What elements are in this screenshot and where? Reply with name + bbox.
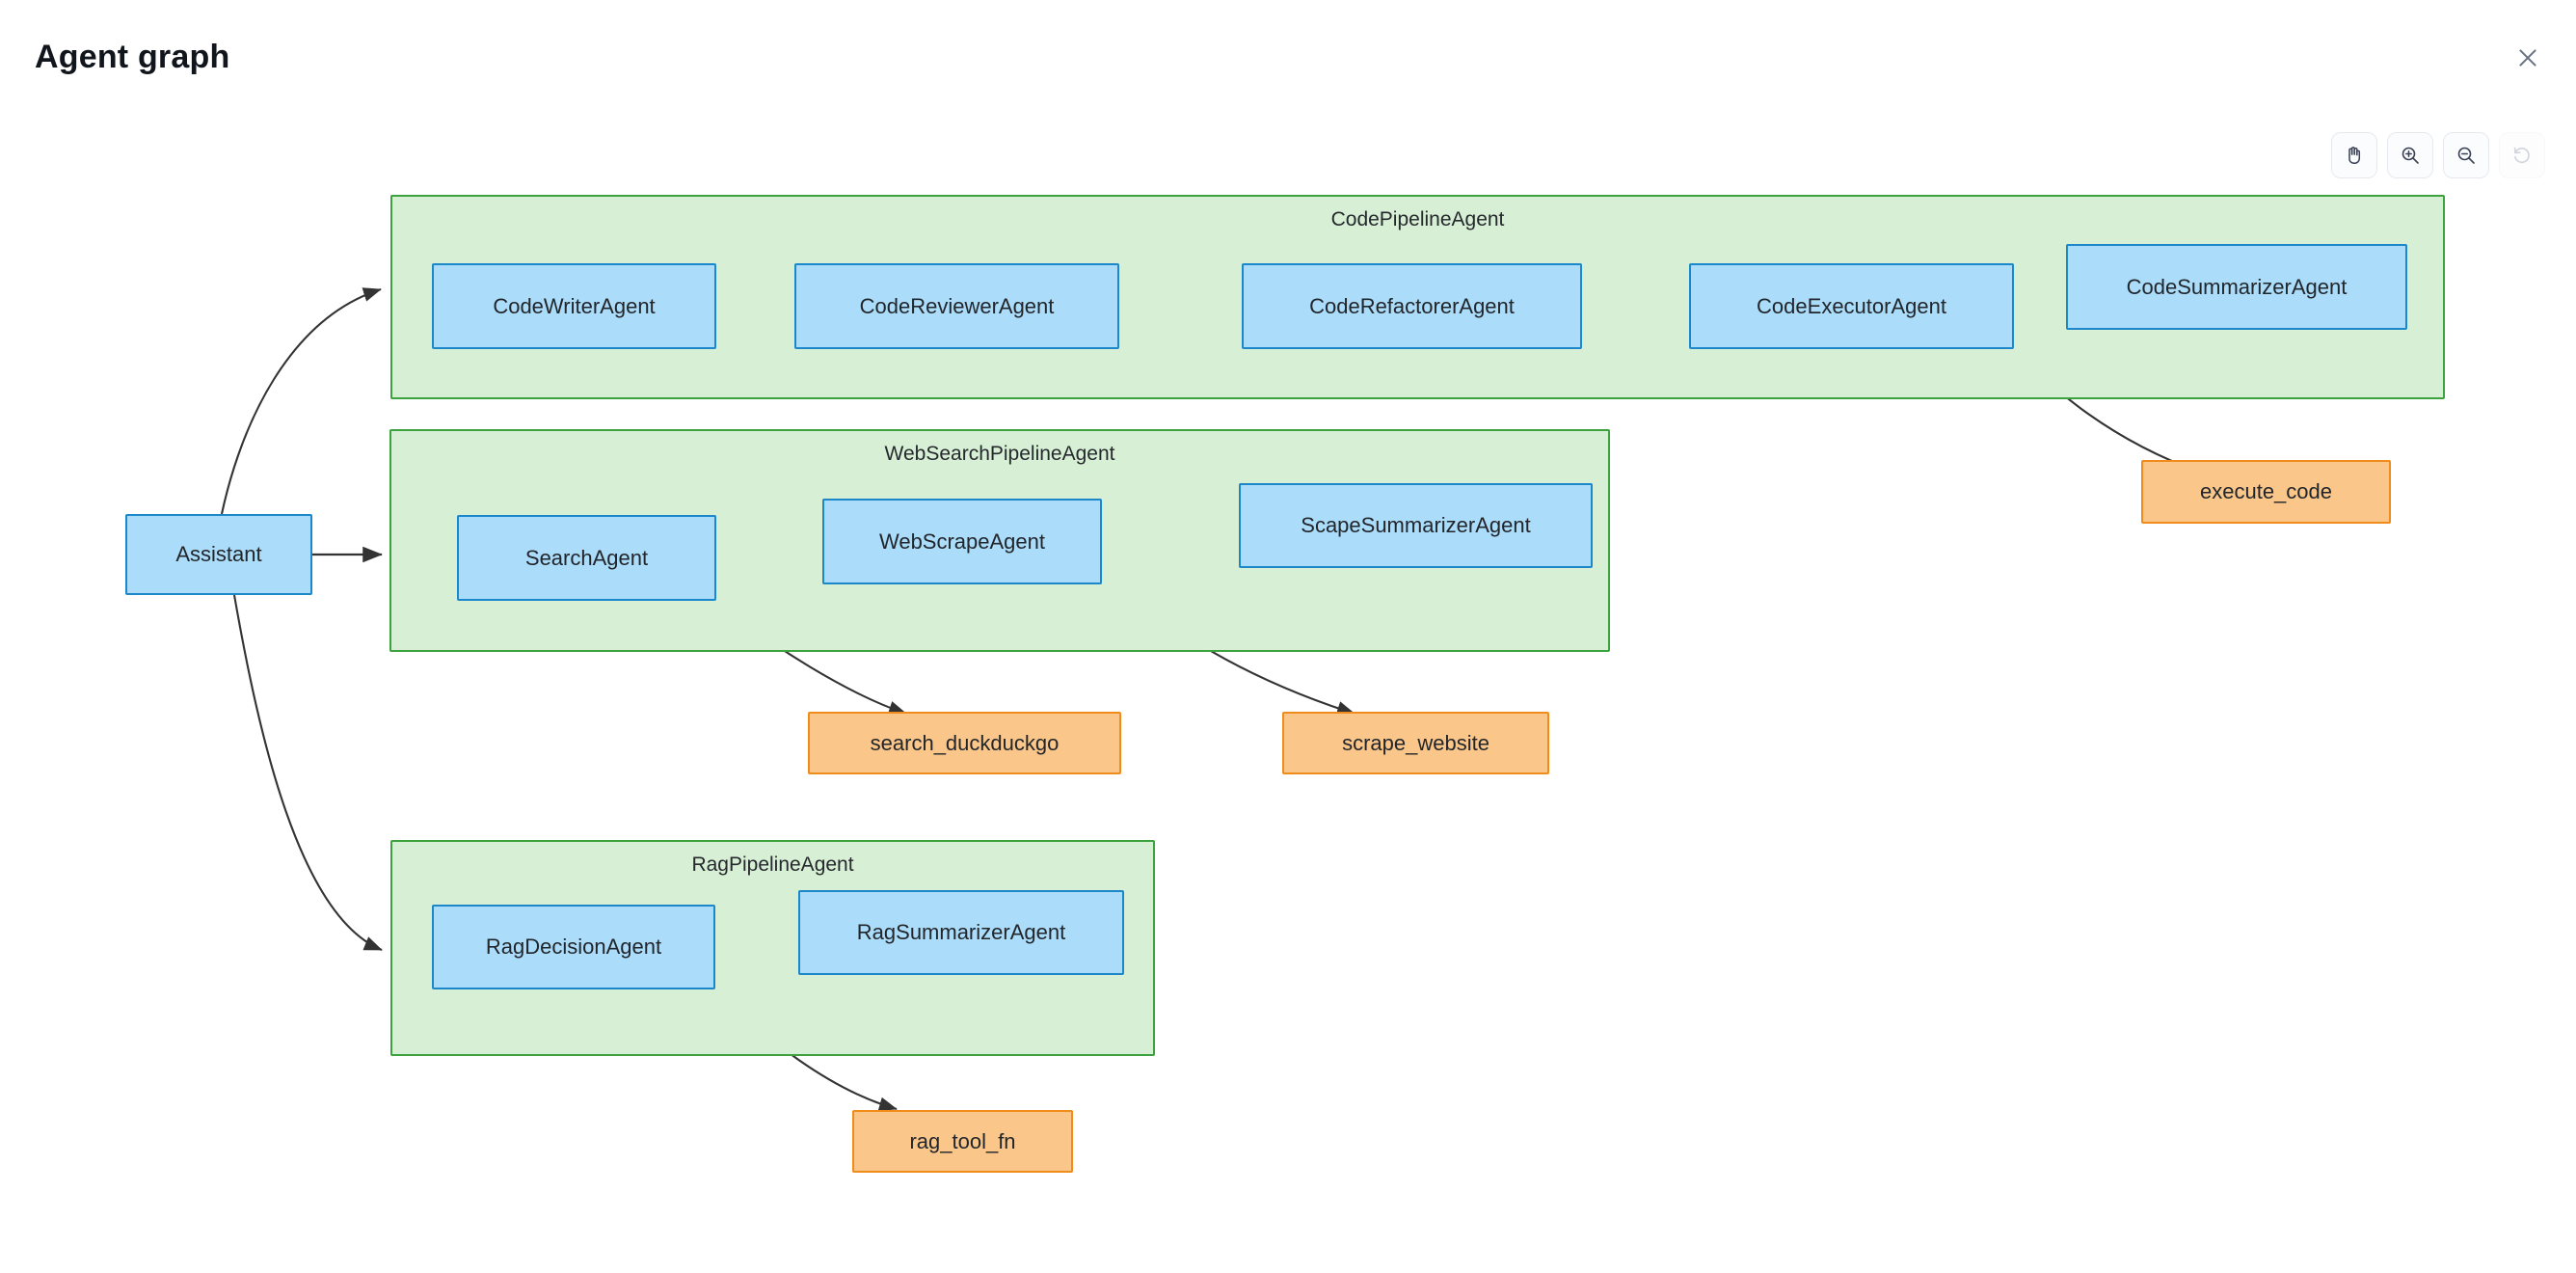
node-label: ScapeSummarizerAgent	[1301, 513, 1531, 537]
node-rag-decision-agent[interactable]: RagDecisionAgent	[432, 905, 715, 989]
node-rag-summarizer-agent[interactable]: RagSummarizerAgent	[798, 890, 1124, 975]
node-scrape-website-tool[interactable]: scrape_website	[1282, 712, 1549, 774]
node-label: CodeWriterAgent	[493, 293, 656, 318]
page-title: Agent graph	[35, 39, 230, 75]
node-execute-code-tool[interactable]: execute_code	[2141, 460, 2391, 524]
group-label-websearch-pipeline: WebSearchPipelineAgent	[884, 443, 1115, 465]
node-label: CodeExecutorAgent	[1757, 293, 1946, 318]
reset-view-button[interactable]	[2499, 132, 2545, 178]
reset-icon	[2510, 144, 2534, 167]
node-label: CodeRefactorerAgent	[1309, 293, 1515, 318]
close-icon	[2515, 45, 2540, 70]
hand-icon	[2343, 144, 2366, 167]
close-button[interactable]	[2507, 37, 2549, 79]
node-label: RagSummarizerAgent	[856, 920, 1066, 944]
node-label: search_duckduckgo	[870, 730, 1060, 755]
node-rag-tool-fn-tool[interactable]: rag_tool_fn	[852, 1110, 1073, 1173]
node-label: execute_code	[2200, 479, 2332, 503]
group-label-rag-pipeline: RagPipelineAgent	[691, 853, 854, 876]
node-code-executor-agent[interactable]: CodeExecutorAgent	[1689, 263, 2014, 349]
zoom-out-button[interactable]	[2443, 132, 2489, 178]
node-label: CodeReviewerAgent	[859, 293, 1055, 318]
edge-assistant-code_writer	[220, 287, 382, 515]
node-scape-summarizer-agent[interactable]: ScapeSummarizerAgent	[1239, 483, 1593, 568]
node-code-refactorer-agent[interactable]: CodeRefactorerAgent	[1242, 263, 1582, 349]
node-assistant[interactable]: Assistant	[125, 514, 312, 595]
node-code-reviewer-agent[interactable]: CodeReviewerAgent	[794, 263, 1119, 349]
pan-tool-button[interactable]	[2331, 132, 2377, 178]
node-web-scrape-agent[interactable]: WebScrapeAgent	[822, 499, 1102, 584]
node-label: SearchAgent	[524, 545, 649, 570]
zoom-in-icon	[2399, 144, 2422, 167]
node-label: WebScrapeAgent	[878, 528, 1046, 554]
node-search-agent[interactable]: SearchAgent	[457, 515, 716, 601]
zoom-in-button[interactable]	[2387, 132, 2433, 178]
edge-assistant-rag_decision_agent	[232, 594, 383, 951]
node-label: Assistant	[175, 542, 262, 566]
node-label: CodeSummarizerAgent	[2126, 274, 2348, 299]
node-label: scrape_website	[1342, 730, 1489, 755]
node-search-duckduckgo-tool[interactable]: search_duckduckgo	[808, 712, 1121, 774]
node-code-summarizer-agent[interactable]: CodeSummarizerAgent	[2066, 244, 2407, 330]
zoom-out-icon	[2455, 144, 2478, 167]
node-label: rag_tool_fn	[909, 1128, 1016, 1153]
group-label-code-pipeline: CodePipelineAgent	[1330, 208, 1505, 230]
node-code-writer-agent[interactable]: CodeWriterAgent	[432, 263, 716, 349]
node-label: RagDecisionAgent	[485, 934, 662, 959]
graph-toolbar	[2331, 132, 2545, 178]
